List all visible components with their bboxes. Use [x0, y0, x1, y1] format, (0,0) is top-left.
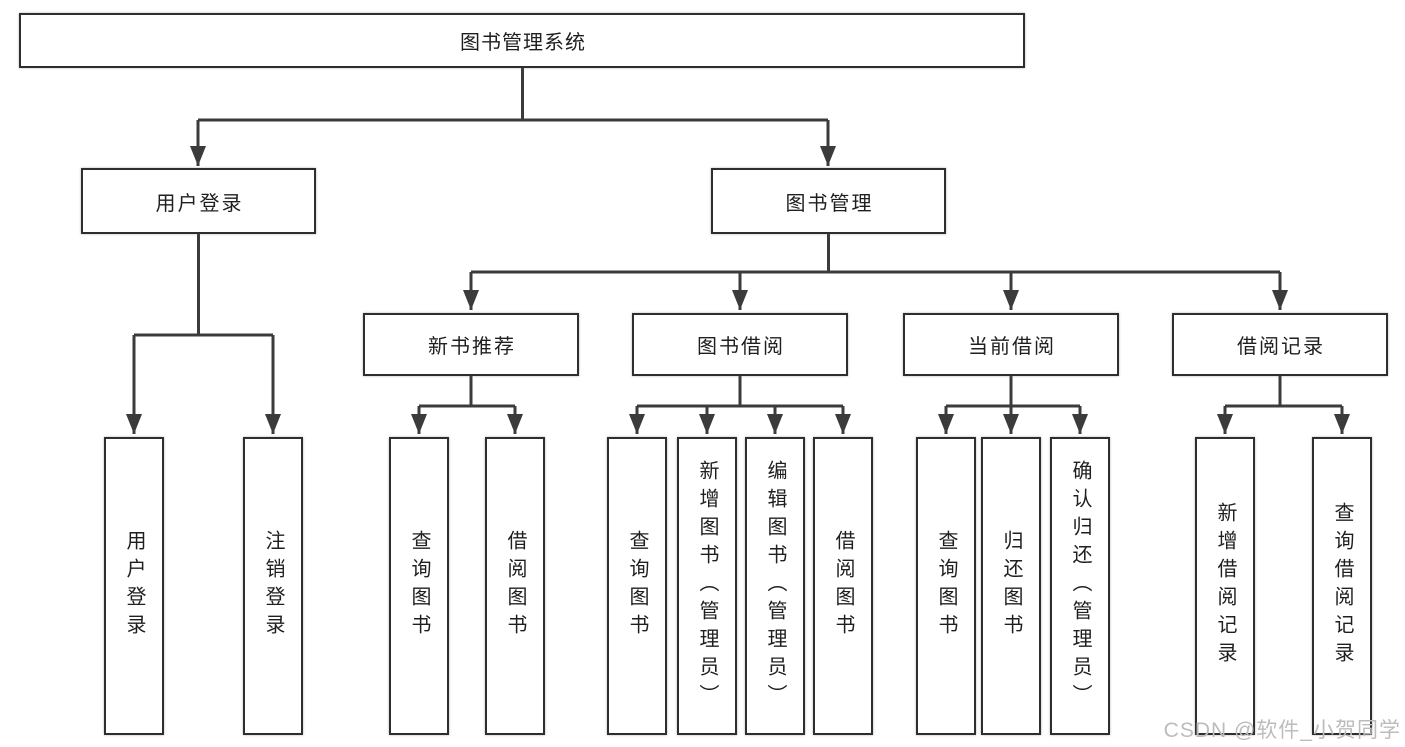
leaf-return-books: 归还图书: [981, 437, 1041, 735]
node-book-management: 图书管理: [711, 168, 946, 234]
node-book-borrow: 图书借阅: [632, 313, 848, 376]
node-current-borrow: 当前借阅: [903, 313, 1119, 376]
leaf-borrow-books: 借阅图书: [813, 437, 873, 735]
connector-root-trunk: [198, 68, 828, 122]
node-user-login: 用户登录: [81, 168, 316, 234]
leaf-query-books-recommend: 查询图书: [389, 437, 449, 735]
leaf-query-books-borrow: 查询图书: [607, 437, 667, 735]
leaf-query-books-current: 查询图书: [916, 437, 976, 735]
connector-new-book-trunk: [419, 376, 515, 408]
connector-book-borrow-trunk: [637, 376, 843, 408]
node-new-book-recommend: 新书推荐: [363, 313, 579, 376]
node-borrow-records: 借阅记录: [1172, 313, 1388, 376]
node-root: 图书管理系统: [19, 13, 1025, 68]
connector-borrow-records-trunk: [1225, 376, 1342, 408]
leaf-query-borrow-record: 查询借阅记录: [1312, 437, 1372, 735]
leaf-borrow-books-recommend: 借阅图书: [485, 437, 545, 735]
connector-user-login-trunk: [134, 234, 273, 337]
connector-book-management-trunk: [471, 234, 1280, 274]
leaf-logout: 注销登录: [243, 437, 303, 735]
leaf-add-books-admin: 新增图书（管理员）: [677, 437, 737, 735]
leaf-add-borrow-record: 新增借阅记录: [1195, 437, 1255, 735]
leaf-user-login: 用户登录: [104, 437, 164, 735]
leaf-edit-books-admin: 编辑图书（管理员）: [745, 437, 805, 735]
connector-current-borrow-trunk: [946, 376, 1080, 408]
watermark: CSDN @软件_小贺同学: [1163, 719, 1401, 742]
leaf-confirm-return-admin: 确认归还（管理员）: [1050, 437, 1110, 735]
